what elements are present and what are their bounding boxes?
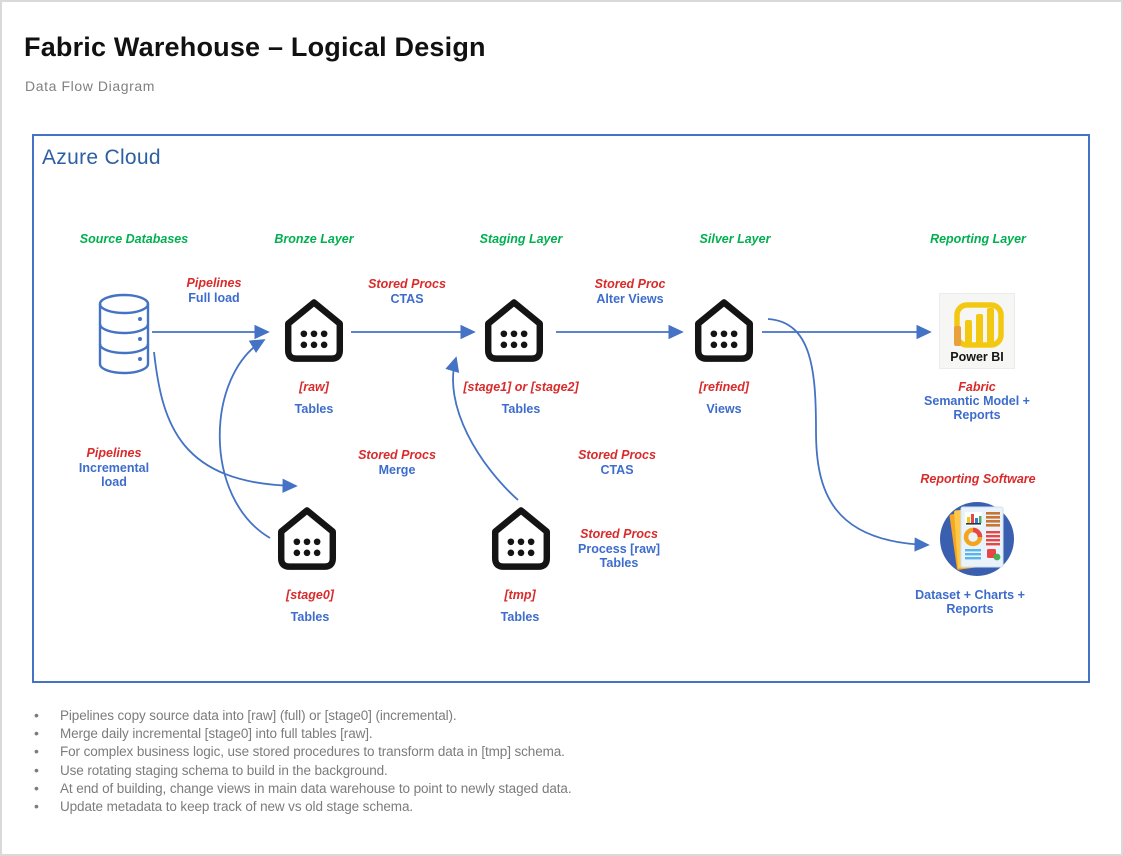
edge-proc: Pipelines	[86, 446, 142, 460]
edge-proc: Stored Procs	[578, 448, 656, 462]
layer-label-silver: Silver Layer	[699, 232, 771, 246]
note-item: Update metadata to keep track of new vs …	[28, 798, 1028, 814]
power-bi-caption: Power BI	[950, 350, 1004, 364]
reporting-software-node	[937, 499, 1017, 584]
edge-proc: Stored Procs	[368, 277, 446, 291]
warehouse-node-raw	[279, 294, 349, 373]
source-database-node	[96, 292, 152, 387]
page-title: Fabric Warehouse – Logical Design	[24, 32, 486, 62]
edge-action: Merge	[378, 462, 416, 477]
note-item: Pipelines copy source data into [raw] (f…	[28, 707, 1028, 723]
edge-action: Alter Views	[596, 291, 664, 306]
edge-action: CTAS	[390, 291, 424, 306]
objtype-label-tmp: Tables	[500, 610, 540, 624]
edge-refined-to-reporting	[767, 318, 930, 552]
schema-label-refined: [refined]	[699, 380, 749, 394]
layer-label-bronze: Bronze Layer	[274, 232, 354, 246]
edge-source-to-stage0	[153, 351, 298, 493]
objtype-label-stage12: Tables	[501, 402, 541, 416]
edge-proc: Stored Procs	[580, 527, 658, 541]
note-item: At end of building, change views in main…	[28, 780, 1028, 796]
page-subtitle: Data Flow Diagram	[25, 78, 156, 94]
edge-label-incremental: Pipelines Incremental load	[68, 446, 160, 490]
edge-action: Incremental load	[78, 460, 150, 490]
edge-label-merge: Stored Procs Merge	[337, 448, 457, 477]
powerbi-tool-label: Fabric	[958, 380, 996, 394]
schema-label-raw: [raw]	[299, 380, 329, 394]
layer-label-source: Source Databases	[79, 232, 189, 246]
azure-cloud-boundary: Azure Cloud Source Databases Bronze Laye…	[32, 134, 1090, 683]
edge-proc: Stored Proc	[594, 277, 666, 291]
note-item: Use rotating staging schema to build in …	[28, 762, 1028, 778]
warehouse-icon	[491, 507, 551, 570]
schema-label-stage0: [stage0]	[286, 588, 334, 602]
reporting-desc-label: Dataset + Charts + Reports	[915, 588, 1025, 616]
azure-cloud-label: Azure Cloud	[42, 146, 161, 169]
database-icon	[98, 293, 150, 375]
edge-proc: Pipelines	[186, 276, 242, 290]
objtype-label-stage0: Tables	[290, 610, 330, 624]
warehouse-node-tmp	[486, 502, 556, 581]
powerbi-desc-label: Semantic Model + Reports	[924, 394, 1030, 422]
notes-list: Pipelines copy source data into [raw] (f…	[28, 707, 1028, 817]
layer-label-staging: Staging Layer	[479, 232, 563, 246]
edge-tmp-to-stage12	[445, 356, 519, 501]
warehouse-icon	[694, 299, 754, 362]
note-item: Merge daily incremental [stage0] into fu…	[28, 725, 1028, 741]
warehouse-node-refined	[689, 294, 759, 373]
objtype-label-raw: Tables	[294, 402, 334, 416]
edge-label-process-raw: Stored Procs Process [raw] Tables	[569, 527, 669, 571]
reporting-software-label: Reporting Software	[920, 472, 1036, 486]
edge-label-full-load: Pipelines Full load	[164, 276, 264, 305]
edge-action: CTAS	[600, 462, 634, 477]
warehouse-icon	[277, 507, 337, 570]
power-bi-node: Power BI	[939, 293, 1015, 369]
layer-label-reporting: Reporting Layer	[930, 232, 1026, 246]
power-bi-icon	[954, 302, 1004, 348]
warehouse-icon	[284, 299, 344, 362]
edge-action: Process [raw] Tables	[578, 541, 660, 571]
edge-label-alter-views: Stored Proc Alter Views	[570, 277, 690, 306]
warehouse-node-stage12	[479, 294, 549, 373]
objtype-label-refined: Views	[706, 402, 742, 416]
edge-label-ctas1: Stored Procs CTAS	[347, 277, 467, 306]
edge-label-ctas2: Stored Procs CTAS	[557, 448, 677, 477]
edge-stage0-to-raw	[218, 339, 271, 539]
report-document-icon	[940, 502, 1014, 576]
warehouse-icon	[484, 299, 544, 362]
edge-proc: Stored Procs	[358, 448, 436, 462]
flow-arrows	[152, 318, 932, 552]
warehouse-node-stage0	[272, 502, 342, 581]
note-item: For complex business logic, use stored p…	[28, 743, 1028, 759]
schema-label-stage12: [stage1] or [stage2]	[463, 380, 579, 394]
edge-action: Full load	[188, 290, 240, 305]
schema-label-tmp: [tmp]	[504, 588, 536, 602]
